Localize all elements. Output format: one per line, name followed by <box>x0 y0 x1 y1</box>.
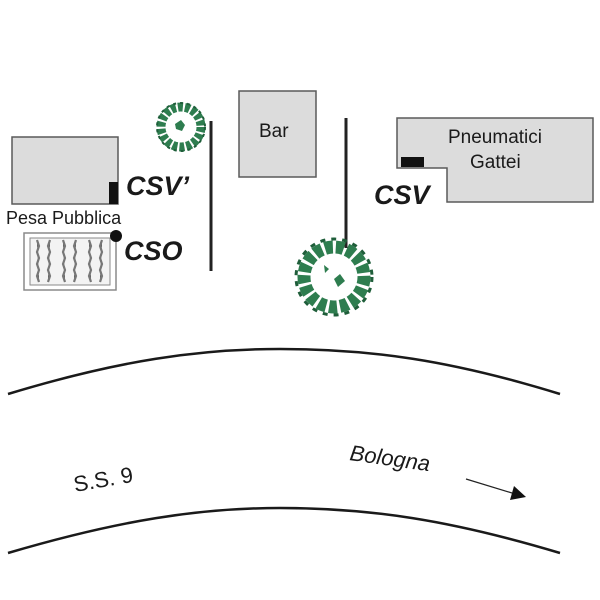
building-bar <box>238 90 317 178</box>
csv-label: CSV <box>374 180 432 210</box>
tire-shop-label-line2: Gattei <box>470 152 521 173</box>
road-label: S.S. 9 <box>72 462 135 497</box>
csv-prime-label: CSV’ <box>126 171 190 201</box>
road-edge-north <box>7 347 561 396</box>
direction-label: Bologna <box>348 440 431 476</box>
tire-shop-label-line1: Pneumatici <box>448 127 542 148</box>
cso-label: CSO <box>124 236 183 266</box>
weigh-station-label: Pesa Pubblica <box>6 208 122 228</box>
tree-small-icon <box>156 102 206 152</box>
building-left <box>11 136 119 205</box>
building-tire-shop <box>396 117 594 203</box>
bar-label: Bar <box>259 121 289 142</box>
csv-prime-marker <box>109 182 118 204</box>
direction-arrow-icon <box>465 478 526 500</box>
tree-large-icon <box>294 237 374 317</box>
weigh-platform <box>23 232 117 291</box>
cso-marker <box>110 230 122 242</box>
csv-marker <box>401 157 424 167</box>
road-edge-south <box>7 506 561 555</box>
